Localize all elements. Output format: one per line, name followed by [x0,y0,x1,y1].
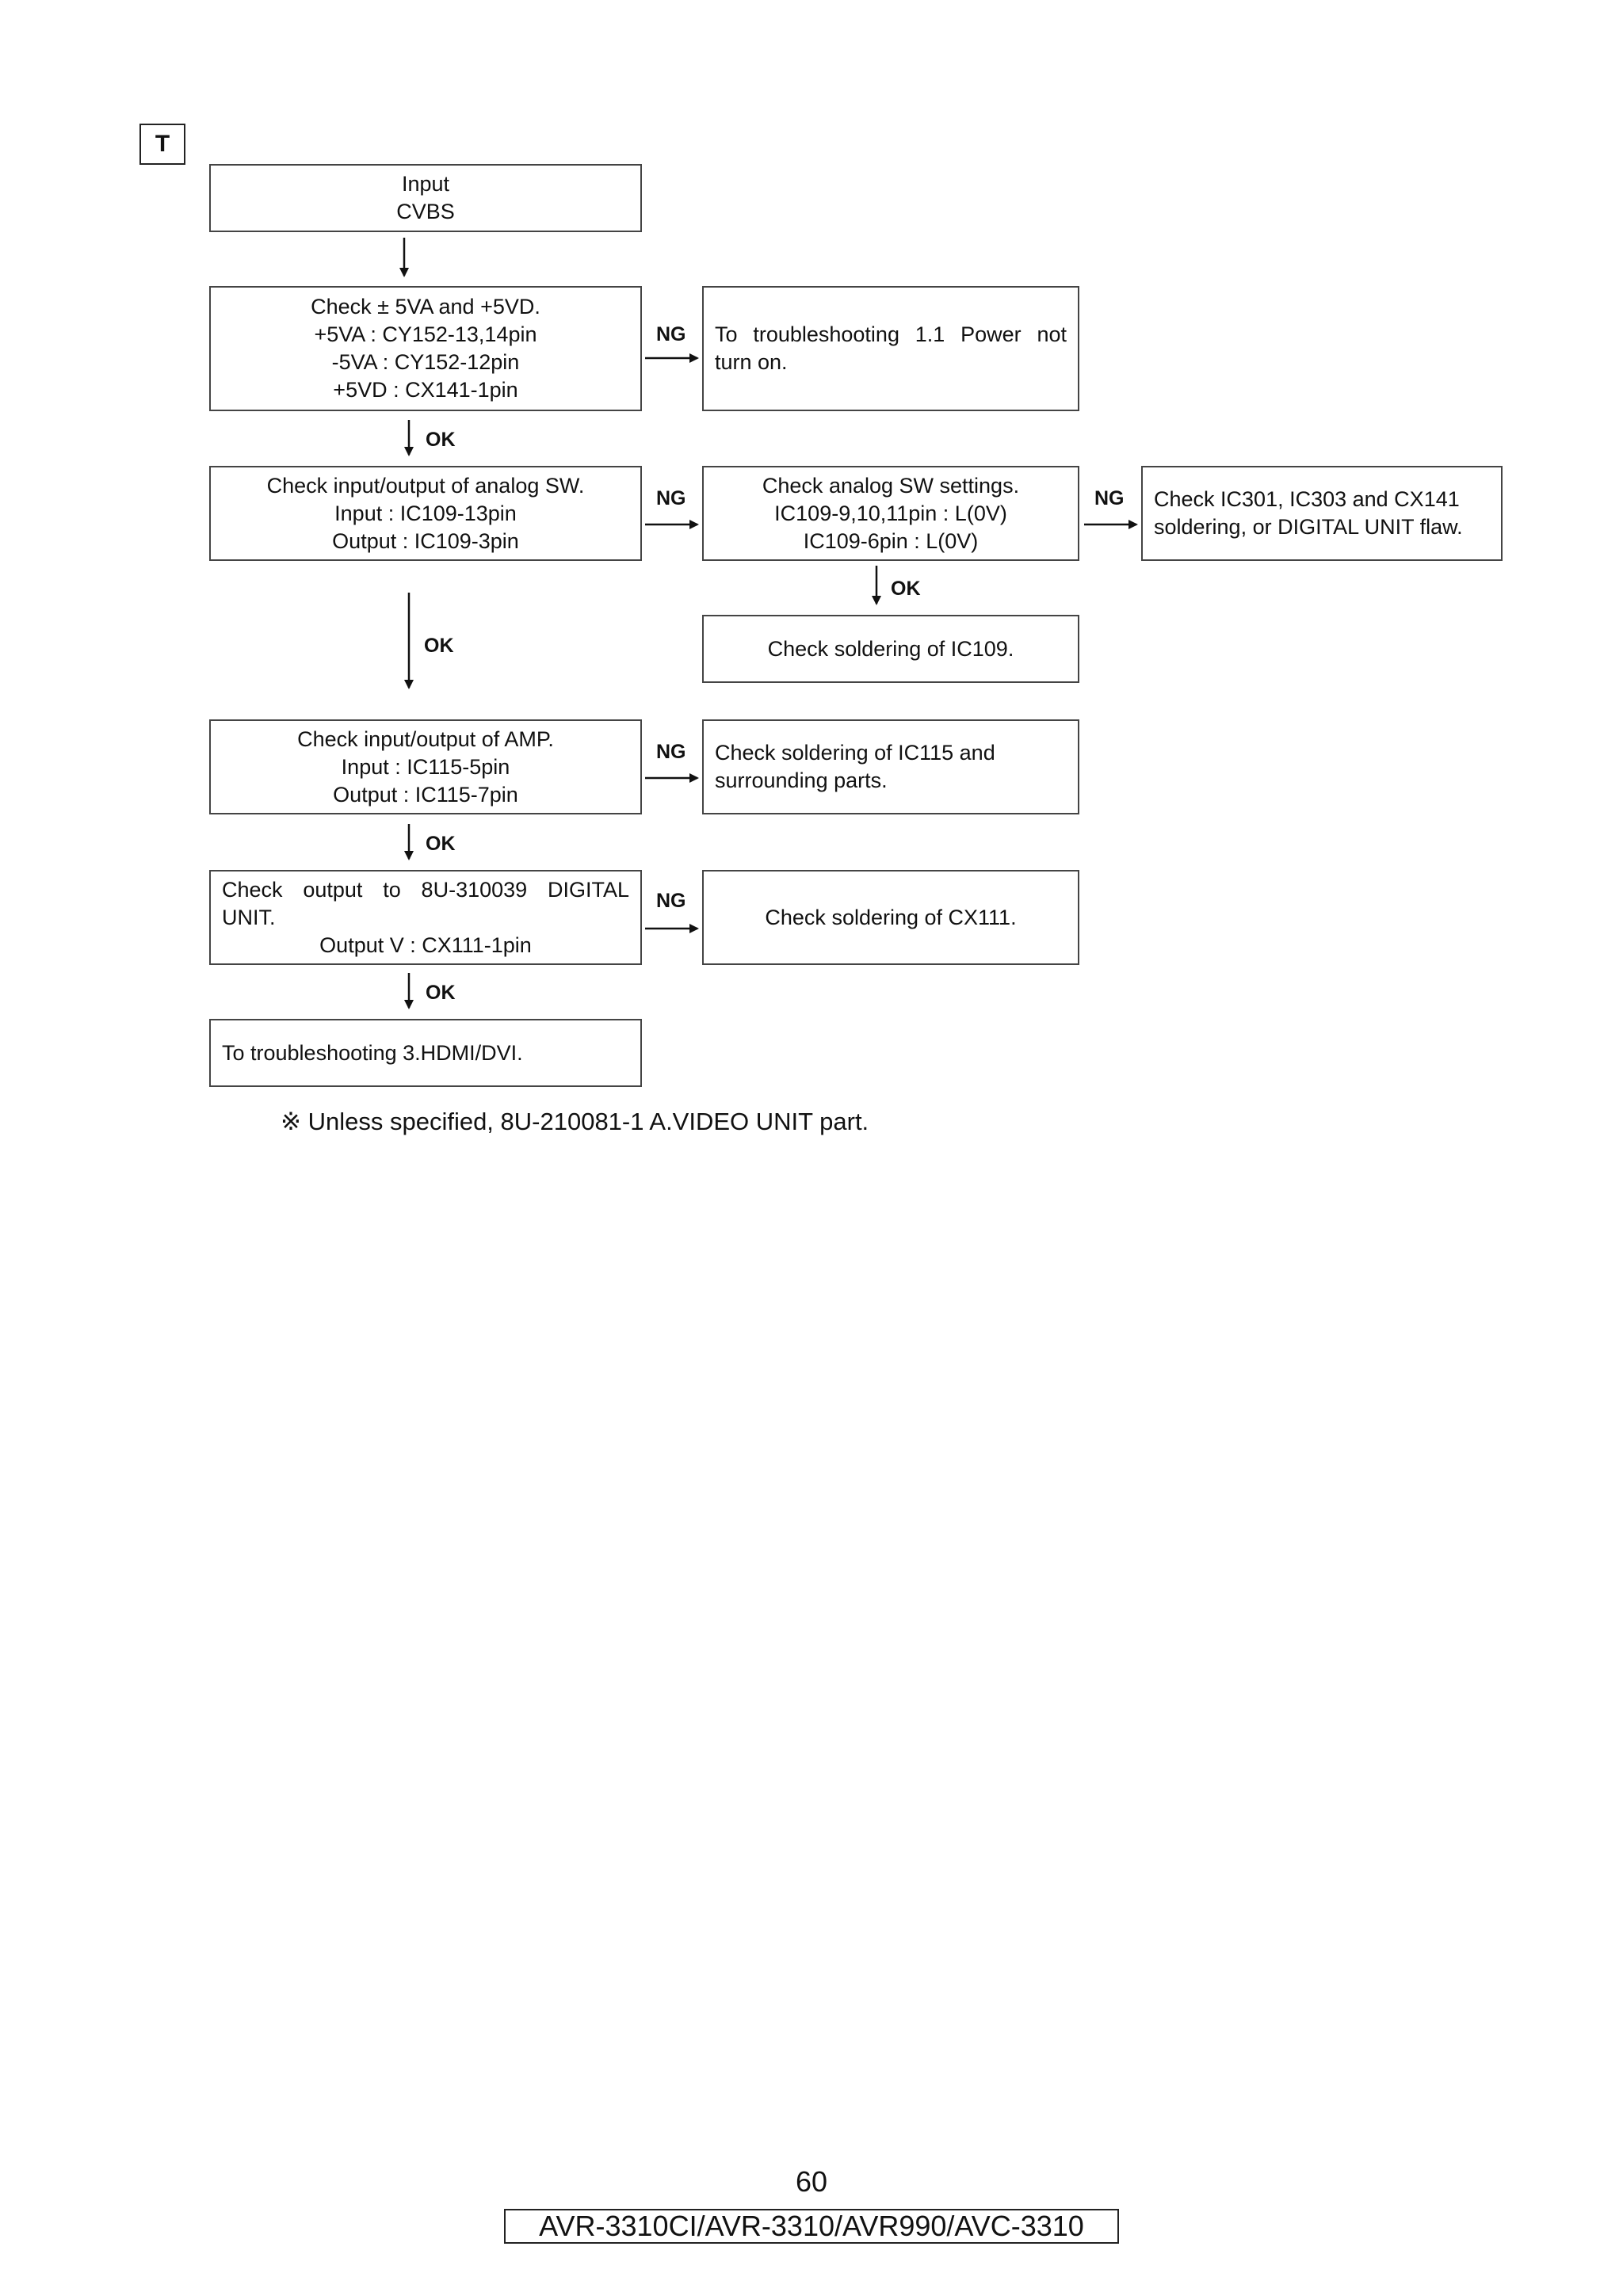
box-digital-output-check: Check output to 8U-310039 DIGITAL UNIT. … [209,870,642,965]
box-power-check-line3: -5VA : CY152-12pin [331,350,520,374]
box-power-ng-line2: turn on. [715,350,788,374]
label-ok-settings: OK [891,578,921,600]
footnote: ※ Unless specified, 8U-210081-1 A.VIDEO … [281,1108,869,1135]
box-sw-settings-line1: Check analog SW settings. [762,473,1020,498]
box-ic115-line1: Check soldering of IC115 and [715,741,995,765]
box-power-check-line1: Check ± 5VA and +5VD. [311,295,540,318]
box-sw-settings-line2: IC109-9,10,11pin : L(0V) [774,501,1007,525]
label-ok-amp: OK [426,833,456,855]
box-analog-sw-line2: Input : IC109-13pin [334,501,517,525]
box-power-check-line2: +5VA : CY152-13,14pin [314,322,537,346]
box-power-check: Check ± 5VA and +5VD. +5VA : CY152-13,14… [209,286,642,411]
box-input-line1: Input [401,172,450,196]
box-digital-line2: UNIT. [222,905,276,929]
box-analog-sw-settings: Check analog SW settings. IC109-9,10,11p… [702,466,1079,561]
box-amp-line2: Input : IC115-5pin [341,754,510,779]
box-ic115-soldering: Check soldering of IC115 and surrounding… [702,719,1079,814]
box-analog-sw-line1: Check input/output of analog SW. [266,473,585,498]
label-ok-analog: OK [424,635,454,657]
box-input-line2: CVBS [396,200,455,223]
label-ng-settings: NG [1094,487,1125,509]
box-ic301-line2: soldering, or DIGITAL UNIT flaw. [1154,515,1463,539]
box-analog-sw-check: Check input/output of analog SW. Input :… [209,466,642,561]
box-power-ng-line1: To troubleshooting 1.1 Power not [715,322,1067,346]
box-sw-settings-line3: IC109-6pin : L(0V) [803,528,979,553]
box-ic301-line1: Check IC301, IC303 and CX141 [1154,487,1460,511]
box-hdmi-line1: To troubleshooting 3.HDMI/DVI. [222,1040,523,1065]
label-ng-analog: NG [656,487,686,509]
box-amp-line1: Check input/output of AMP. [297,727,554,751]
label-ng-amp: NG [656,741,686,763]
box-analog-sw-line3: Output : IC109-3pin [332,528,519,553]
box-power-check-line4: +5VD : CX141-1pin [333,378,518,402]
section-tag: T [139,124,185,165]
page-number: 60 [795,2165,828,2198]
box-ic115-line2: surrounding parts. [715,769,888,792]
box-ic109-soldering: Check soldering of IC109. [702,615,1079,683]
box-cx111-soldering: Check soldering of CX111. [702,870,1079,965]
box-power-ng: To troubleshooting 1.1 Power not turn on… [702,286,1079,411]
footer-model-list: AVR-3310CI/AVR-3310/AVR990/AVC-3310 [504,2209,1119,2244]
box-ic109-line1: Check soldering of IC109. [767,636,1014,661]
box-digital-line1: Check output to 8U-310039 DIGITAL [222,877,629,902]
label-ng-power: NG [656,323,686,345]
box-input: Input CVBS [209,164,642,232]
label-ok-digital: OK [426,982,456,1004]
box-amp-line3: Output : IC115-7pin [333,782,518,807]
box-hdmi: To troubleshooting 3.HDMI/DVI. [209,1019,642,1087]
box-amp-check: Check input/output of AMP. Input : IC115… [209,719,642,814]
label-ng-digital: NG [656,890,686,912]
box-digital-line3: Output V : CX111-1pin [319,933,532,957]
box-ic301-check: Check IC301, IC303 and CX141 soldering, … [1141,466,1503,561]
box-cx111-line1: Check soldering of CX111. [765,905,1017,929]
label-ok-power: OK [426,429,456,451]
